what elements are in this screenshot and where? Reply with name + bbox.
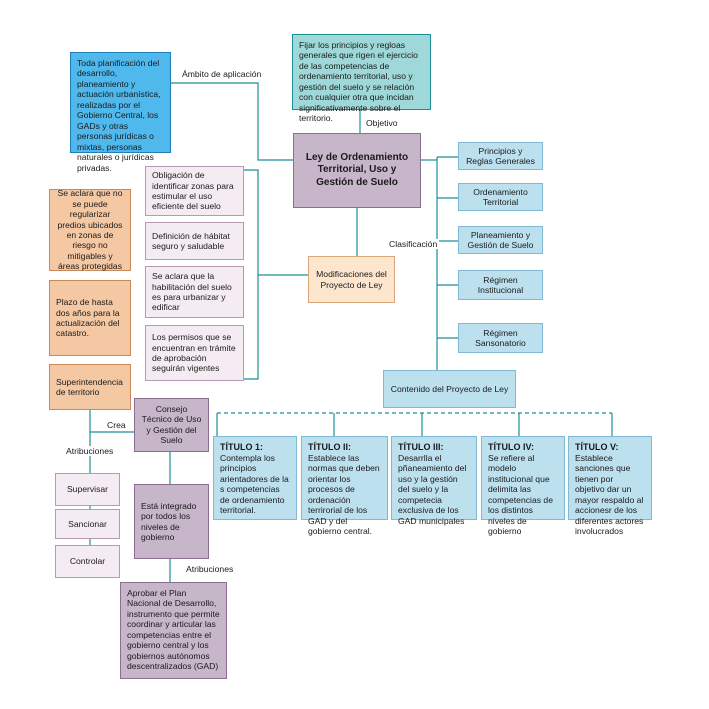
title-text: Contempla los principios arientadores de… [220, 452, 289, 516]
superintendency-attributions-label: Atribuciones [64, 446, 116, 456]
title-heading: TÍTULO II: [308, 442, 351, 452]
attribution-controlar: Controlar [55, 545, 120, 578]
classification-item-principles: Principios y Reglas Generales [458, 142, 543, 170]
title-heading: TÍTULO V: [575, 442, 619, 452]
council-box: Consejo Técnico de Uso y Gestión del Sue… [134, 398, 209, 452]
modification-item: Se aclara que la habilitación del suelo … [145, 266, 244, 318]
title-heading: TÍTULO 1: [220, 442, 263, 452]
council-attribution-box: Aprobar el Plan Nacional de Desarrollo, … [120, 582, 227, 679]
modifications-label: Modificaciones del Proyecto de Ley [316, 269, 387, 290]
title-heading: TÍTULO III: [398, 442, 444, 452]
scope-label: Ámbito de aplicación [180, 69, 264, 79]
main-title-box: Ley de Ordenamiento Territorial, Uso y G… [293, 133, 421, 208]
title-box-1: TÍTULO 1: Contempla los principios arien… [213, 436, 297, 520]
scope-box: Toda planificación del desarrollo, plane… [70, 52, 171, 173]
classification-item-territorial: Ordenamiento Territorial [458, 183, 543, 211]
title-text: Establece sanciones que tienen por objet… [575, 452, 644, 537]
title-heading: TÍTULO IV: [488, 442, 534, 452]
superintendency-box: Superintendencia de territorio [49, 364, 131, 410]
modification-item: Definición de hábitat seguro y saludable [145, 222, 244, 260]
title-box-2: TÍTULO II: Establece las normas que debe… [301, 436, 388, 536]
objective-label: Objetivo [364, 118, 400, 128]
content-box: Contenido del Proyecto de Ley [383, 370, 516, 408]
title-box-3: TÍTULO III: Desarrlla el pñaneamiento de… [391, 436, 477, 526]
council-integrated-box: Está integrado por todos los niveles de … [134, 484, 209, 559]
title-box-5: TÍTULO V: Establece sanciones que tienen… [568, 436, 652, 536]
council-attributions-label: Atribuciones [184, 564, 236, 574]
attribution-supervisar: Supervisar [55, 473, 120, 506]
content-label: Contenido del Proyecto de Ley [390, 383, 509, 394]
objective-text: Fijar los principios y regloas generales… [299, 40, 418, 124]
note-box-cadastre: Plazo de hasta dos años para la actualiz… [49, 280, 131, 356]
objective-box: Fijar los principios y regloas generales… [292, 34, 431, 123]
classification-label: Clasificación [387, 239, 440, 249]
classification-item-institutional: Régimen Institucional [458, 270, 543, 300]
modification-item: Obligación de identificar zonas para est… [145, 166, 244, 216]
classification-item-sanctions: Régimen Sansonatorio [458, 323, 543, 353]
attribution-sancionar: Sancionar [55, 509, 120, 539]
title-text: Se refiere al modelo institucional que d… [488, 452, 553, 537]
title-text: Desarrlla el pñaneamiento del uso y la g… [398, 452, 467, 526]
note-box-risk: Se aclara que no se puede regularizar pr… [49, 188, 131, 271]
modifications-box: Modificaciones del Proyecto de Ley [308, 256, 395, 303]
title-box-4: TÍTULO IV: Se refiere al modelo instituc… [481, 436, 565, 536]
main-title: Ley de Ordenamiento Territorial, Uso y G… [305, 152, 409, 188]
creates-label: Crea [105, 420, 128, 430]
title-text: Establece las normas que deben orientar … [308, 452, 380, 537]
modification-item: Los permisos que se encuentran en trámit… [145, 325, 244, 381]
classification-item-planning: Planeamiento y Gestión de Suelo [458, 226, 543, 254]
scope-text: Toda planificación del desarrollo, plane… [77, 58, 161, 173]
